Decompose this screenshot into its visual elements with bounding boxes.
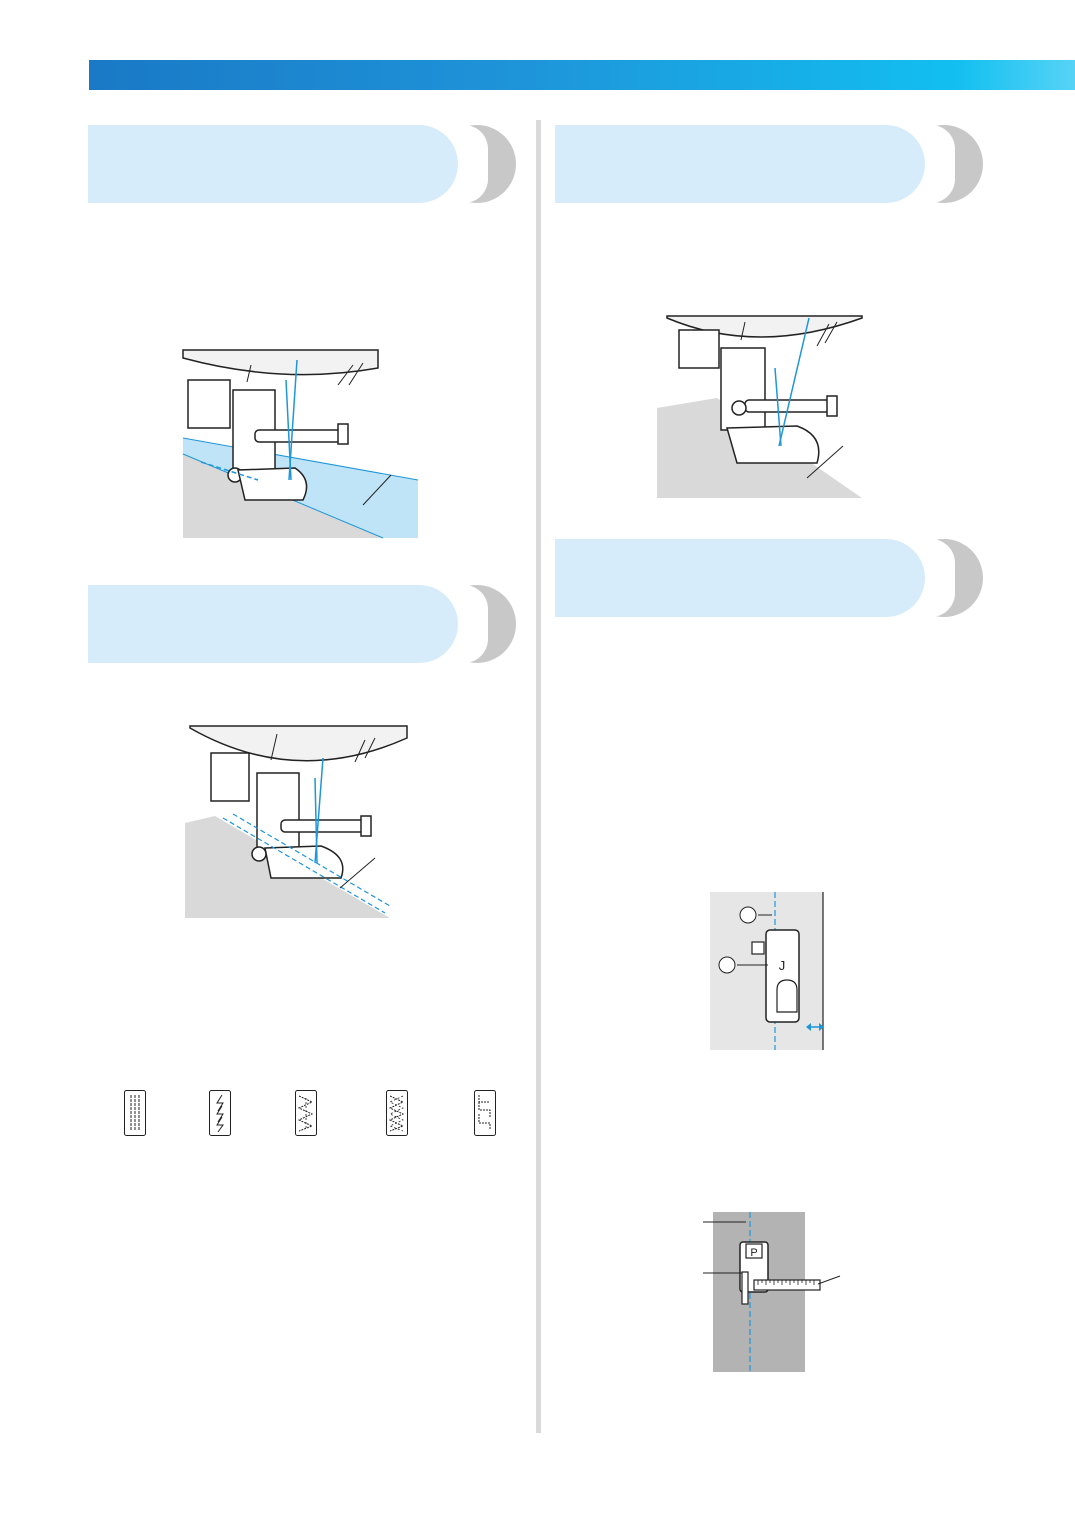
triple-straight-stitch-icon	[124, 1090, 146, 1136]
header-color-bar	[89, 60, 1075, 90]
figure-j-foot-seam-guide: J	[710, 892, 824, 1050]
figure-sewing-fabric-edge	[657, 315, 863, 498]
zigzag-stitch-icon	[386, 1090, 408, 1136]
figure-sewing-seam	[185, 725, 408, 918]
foot-p-label: P	[750, 1247, 757, 1259]
section-banner-right-2	[555, 539, 983, 617]
foot-j-label: J	[779, 958, 786, 973]
section-banner-left-2	[88, 585, 516, 663]
column-divider	[536, 120, 541, 1433]
section-banner-right-1	[555, 125, 983, 203]
figure-p-foot-ruler: P	[703, 1212, 841, 1372]
figure-sewing-bias-tape	[182, 349, 419, 539]
lightning-stitch-icon	[209, 1090, 231, 1136]
zigzag-stitch-icon	[295, 1090, 317, 1136]
section-banner-left-1	[88, 125, 516, 203]
blind-hem-stitch-icon	[474, 1090, 496, 1136]
